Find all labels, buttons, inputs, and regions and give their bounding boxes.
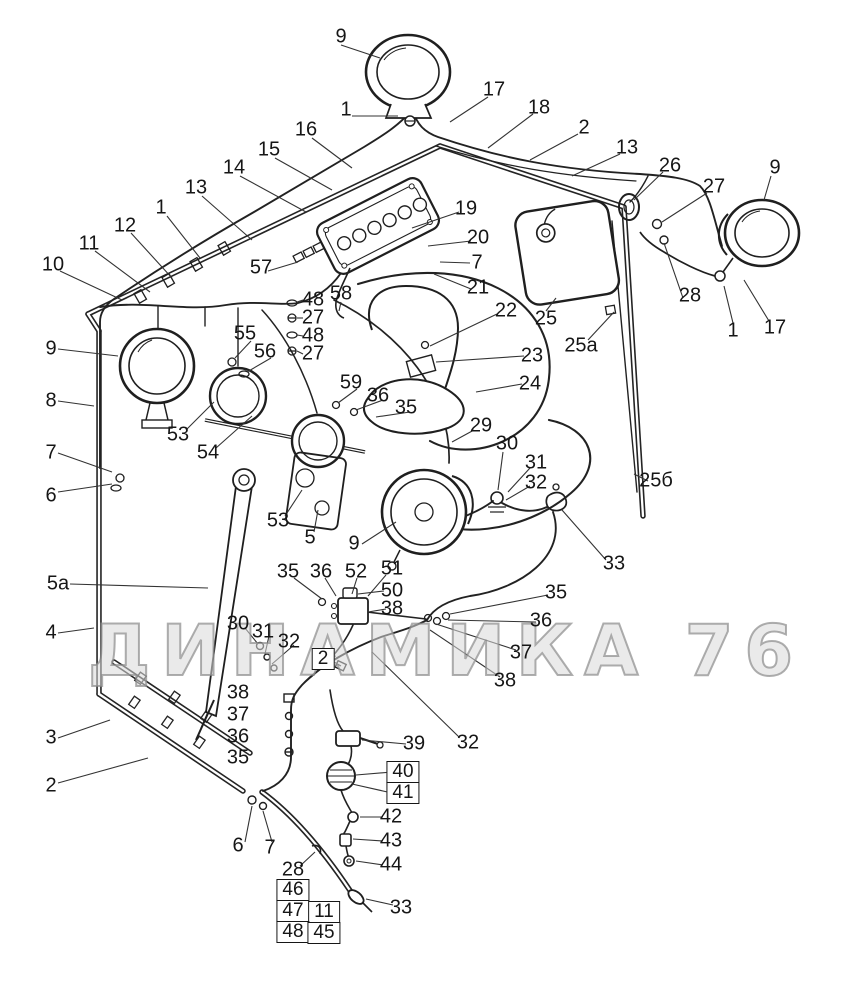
switch-and-plug: [311, 730, 384, 913]
relay-assembly: [317, 587, 451, 626]
cab-frame: [85, 143, 646, 898]
cable-connector-right: [488, 483, 568, 513]
lamp-53b: [204, 413, 366, 469]
lamp-53a: [208, 366, 268, 426]
leader-lines: [57, 44, 772, 906]
wiring-harness: [99, 110, 723, 859]
harness-clamps: [133, 240, 232, 305]
headlamp-front-left: [118, 327, 196, 429]
headlamp-top: [364, 33, 452, 127]
headlamp-center: [380, 468, 474, 571]
washer-tank: [514, 199, 621, 306]
connector-panel: [315, 177, 441, 275]
mount-bracket: [285, 451, 347, 531]
seat: [362, 284, 465, 435]
headlamp-right: [639, 198, 801, 282]
grommet-and-bolts: [604, 193, 669, 316]
wiper-arm-left: [195, 468, 256, 741]
terminal-strip: [292, 241, 351, 319]
